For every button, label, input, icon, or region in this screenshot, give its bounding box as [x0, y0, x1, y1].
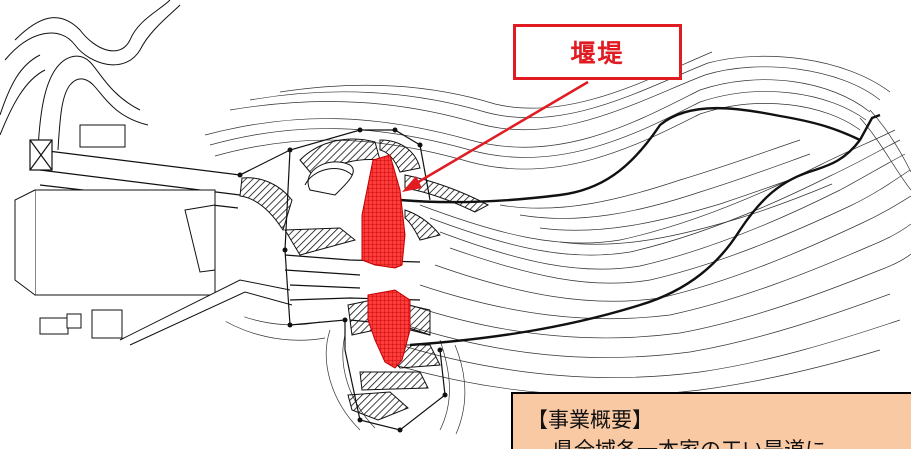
pointer-arrow [402, 80, 589, 192]
buildings [14, 124, 293, 346]
summary-title: 【事業概要】 [527, 408, 653, 432]
survey-markers [237, 127, 448, 433]
dam-label-box: 堰堤 [513, 24, 682, 80]
dam-structure [361, 154, 411, 369]
project-summary-box: 【事業概要】 県全域各一本家の工い是道に [511, 392, 911, 449]
embankments [239, 138, 490, 421]
contour-lines [204, 51, 911, 435]
summary-body: 県全域各一本家の工い是道に [553, 434, 826, 449]
access-road [0, 0, 181, 151]
dam-label: 堰堤 [570, 39, 625, 68]
